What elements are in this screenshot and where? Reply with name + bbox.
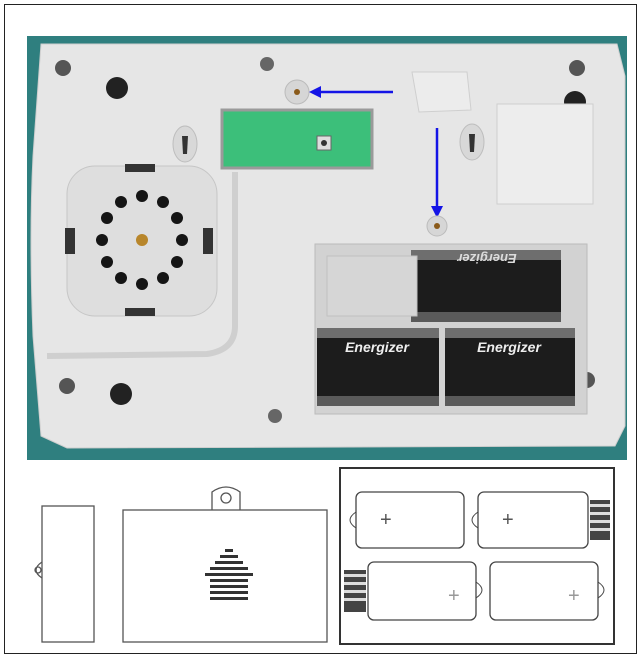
clip xyxy=(65,228,75,254)
polarity-plus: + xyxy=(568,585,580,607)
spring-icon xyxy=(590,500,610,540)
cover-side-view xyxy=(34,505,95,643)
device-back-photo: Energizer Energizer Energizer xyxy=(27,36,627,460)
polarity-plus: + xyxy=(448,585,460,607)
keyhole xyxy=(182,136,188,154)
battery-cover-front xyxy=(122,486,328,643)
polarity-plus: + xyxy=(380,509,392,531)
screw-hole xyxy=(268,409,282,423)
line-diagrams: + + + + xyxy=(0,466,643,660)
clip xyxy=(203,228,213,254)
battery-brand: Energizer xyxy=(456,251,516,266)
battery-orientation-diagram: + + + + xyxy=(339,467,615,645)
screw-hole xyxy=(260,57,274,71)
push-arrow-grip-icon xyxy=(205,549,253,600)
reset-button-dot xyxy=(321,140,327,146)
arrow-head xyxy=(431,206,443,218)
wire-channel xyxy=(46,172,238,359)
battery-bottom-left: Energizer xyxy=(317,328,439,406)
screw xyxy=(294,89,300,95)
battery-top: Energizer xyxy=(326,250,561,322)
clip xyxy=(125,164,155,172)
circuit-board-window xyxy=(220,108,374,170)
keyhole xyxy=(469,134,475,152)
polarity-plus: + xyxy=(502,509,514,531)
battery-brand: Energizer xyxy=(477,339,542,355)
speaker-screw xyxy=(136,234,148,246)
speaker-holes xyxy=(96,190,188,290)
device-back-illustration: Energizer Energizer Energizer xyxy=(30,43,626,449)
raised-tab xyxy=(411,71,472,113)
battery-brand: Energizer xyxy=(345,339,410,355)
battery-bottom-right: Energizer xyxy=(445,328,575,406)
screw-hole xyxy=(59,378,75,394)
rubber-foot xyxy=(110,383,132,405)
arrow-head xyxy=(309,86,321,98)
screw-hole xyxy=(569,60,585,76)
rubber-foot xyxy=(106,77,128,99)
jack-housing xyxy=(496,103,594,205)
screw-hole xyxy=(55,60,71,76)
screw xyxy=(434,223,440,229)
spring-icon xyxy=(344,570,366,612)
diagrams-svg: + + + + xyxy=(34,467,615,645)
clip xyxy=(125,308,155,316)
